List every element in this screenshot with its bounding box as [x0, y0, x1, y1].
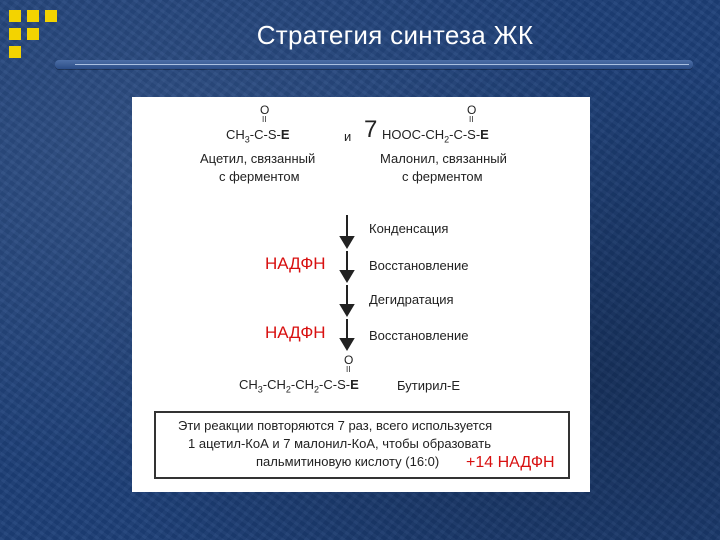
malonyl-double-bond: II	[469, 115, 474, 124]
summary-line3: пальмитиновую кислоту (16:0)	[256, 454, 440, 469]
butyryl-formula: CH3-CH2-CH2-C-S-E	[239, 377, 359, 395]
slide-title: Стратегия синтеза ЖК	[256, 20, 534, 50]
malonyl-caption-line1: Малонил, связанный	[380, 151, 507, 166]
title-underline	[55, 60, 693, 69]
diagram-panel: O II CH3-C-S-E Ацетил, связанный с ферме…	[132, 97, 590, 492]
summary-line1: Эти реакции повторяются 7 раз, всего исп…	[178, 418, 493, 433]
reaction-arrows	[339, 215, 355, 351]
malonyl-count: 7	[364, 116, 378, 143]
decor-square	[9, 46, 21, 58]
acetyl-oxygen: O	[260, 103, 270, 117]
acetyl-caption-line1: Ацетил, связанный	[200, 151, 316, 166]
connector-and: и	[344, 129, 352, 144]
decor-square	[27, 28, 39, 40]
step-reduction-2: Восстановление	[369, 328, 469, 343]
summary-line2: 1 ацетил-КоА и 7 малонил-КоА, чтобы обра…	[188, 436, 491, 451]
nadph-cofactor-1: НАДФН	[265, 254, 326, 273]
malonyl-caption-line2: с ферментом	[402, 169, 483, 184]
step-reduction-1: Восстановление	[369, 258, 469, 273]
step-condensation: Конденсация	[369, 221, 449, 236]
acetyl-caption-line2: с ферментом	[219, 169, 300, 184]
malonyl-oxygen: O	[467, 103, 477, 117]
butyryl-double-bond: II	[346, 365, 351, 374]
summary-box: Эти реакции повторяются 7 раз, всего исп…	[154, 411, 570, 479]
butyryl-oxygen: O	[344, 353, 354, 367]
step-dehydration: Дегидратация	[369, 292, 454, 307]
acetyl-double-bond: II	[262, 115, 267, 124]
decor-square	[45, 10, 57, 22]
decor-square	[9, 28, 21, 40]
butyryl-name: Бутирил-Е	[397, 378, 461, 393]
malonyl-formula: HOOC-CH2-C-S-E	[382, 127, 489, 145]
decor-square	[9, 10, 21, 22]
acetyl-formula: CH3-C-S-E	[226, 127, 290, 145]
decor-square	[27, 10, 39, 22]
nadph-cofactor-2: НАДФН	[265, 323, 326, 342]
summary-nadph-total: +14 НАДФН	[466, 454, 555, 471]
